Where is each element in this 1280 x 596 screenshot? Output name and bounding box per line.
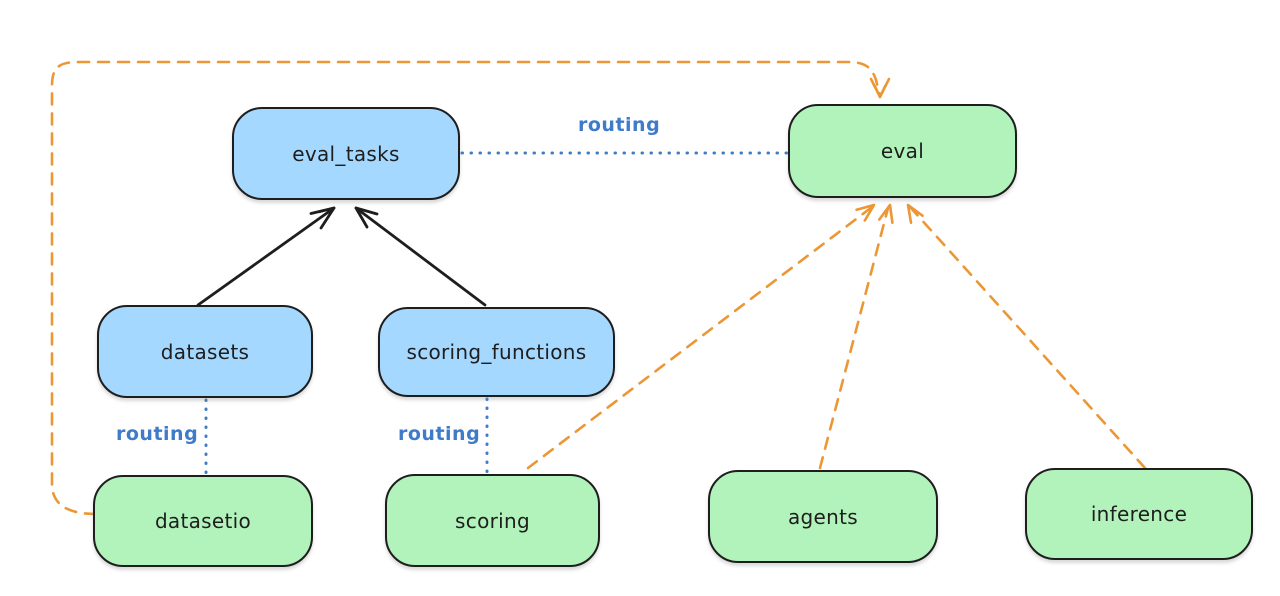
node-label: datasets — [160, 339, 250, 364]
node-inference: inference — [1025, 468, 1253, 560]
node-eval: eval — [788, 104, 1017, 198]
edge-agents-to-eval — [818, 203, 894, 470]
node-label: eval — [880, 139, 925, 163]
edge-scoring-to-eval — [526, 203, 876, 470]
node-label: agents — [788, 504, 858, 529]
node-label: scoring_functions — [406, 340, 587, 364]
edge-scoring_functions-to-eval_tasks — [354, 206, 487, 307]
node-label: datasetio — [154, 509, 252, 533]
node-agents: agents — [708, 470, 938, 563]
edge-datasetio-to-eval — [50, 60, 891, 516]
routing-label-datasets-datasetio: routing — [116, 423, 199, 445]
node-eval-tasks: eval_tasks — [232, 107, 460, 200]
node-label: eval_tasks — [292, 141, 400, 166]
routing-label-eval_tasks-eval: routing — [578, 114, 661, 136]
node-datasetio: datasetio — [93, 475, 313, 567]
node-datasets: datasets — [97, 305, 313, 398]
routing-label-scoring_functions-scoring: routing — [398, 423, 481, 445]
node-scoring: scoring — [385, 474, 600, 567]
node-scoring-functions: scoring_functions — [378, 307, 615, 397]
node-label: inference — [1090, 502, 1188, 526]
edge-inference-to-eval — [906, 203, 1147, 470]
node-label: scoring — [455, 508, 530, 533]
edge-datasets-to-eval_tasks — [196, 206, 336, 307]
